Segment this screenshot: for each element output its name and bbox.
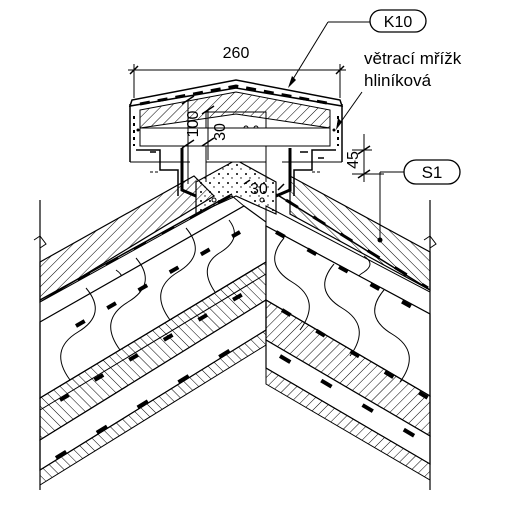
ventilation-grille-right: [332, 116, 339, 146]
right-roof-slope: [265, 174, 437, 490]
grille-label-line2: hliníková: [364, 71, 432, 90]
callout-s1: [377, 159, 461, 243]
grille-label-line1: větrací mřížk: [364, 49, 462, 68]
dimension-ridge-width-label: 260: [223, 45, 250, 62]
dimension-gap-height-label: 45: [345, 151, 362, 169]
dimension-inner-height-label: 30: [212, 123, 229, 141]
dimension-gap-height: [352, 134, 384, 182]
left-roof-slope: [33, 175, 267, 490]
dimension-inner-height: [201, 105, 215, 160]
dimension-slope-offset-label: 30: [250, 181, 268, 198]
callout-s1-label: S1: [422, 163, 443, 182]
dimension-cap-height-label: 100: [185, 111, 202, 138]
dimension-cap-height: [181, 95, 195, 184]
dimension-ridge-width: [128, 64, 346, 98]
callout-k10: [288, 9, 427, 88]
callout-k10-label: K10: [384, 14, 413, 31]
ventilation-grille-left: [133, 116, 140, 146]
